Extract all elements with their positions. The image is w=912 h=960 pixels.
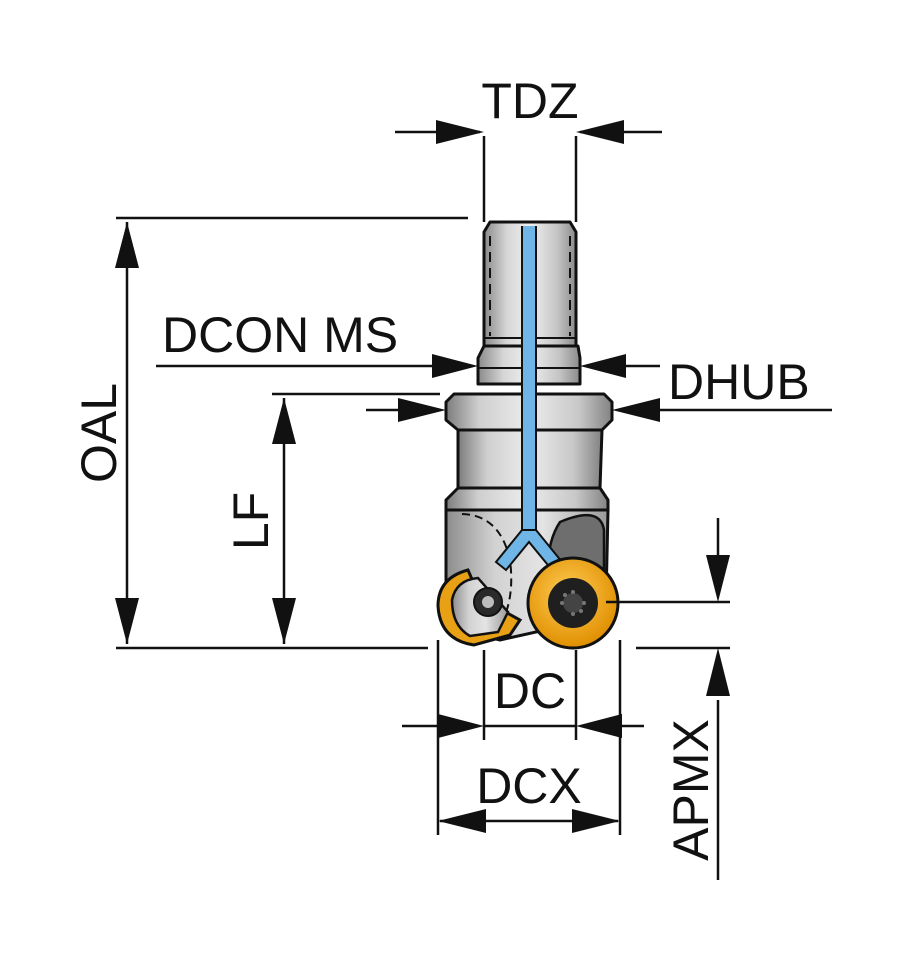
- dimension-arrows: [115, 120, 730, 833]
- label-dhub: DHUB: [668, 354, 810, 410]
- label-tdz: TDZ: [481, 73, 578, 129]
- label-dc: DC: [494, 663, 566, 719]
- round-insert: [526, 556, 620, 650]
- label-oal: OAL: [71, 383, 127, 483]
- label-dcx: DCX: [476, 758, 582, 814]
- screw-icon: [473, 587, 503, 617]
- label-apmx: APMX: [663, 719, 719, 861]
- left-insert: [436, 568, 523, 647]
- label-dcon-ms: DCON MS: [162, 307, 398, 363]
- label-lf: LF: [223, 492, 279, 550]
- coolant-channel: [494, 226, 564, 572]
